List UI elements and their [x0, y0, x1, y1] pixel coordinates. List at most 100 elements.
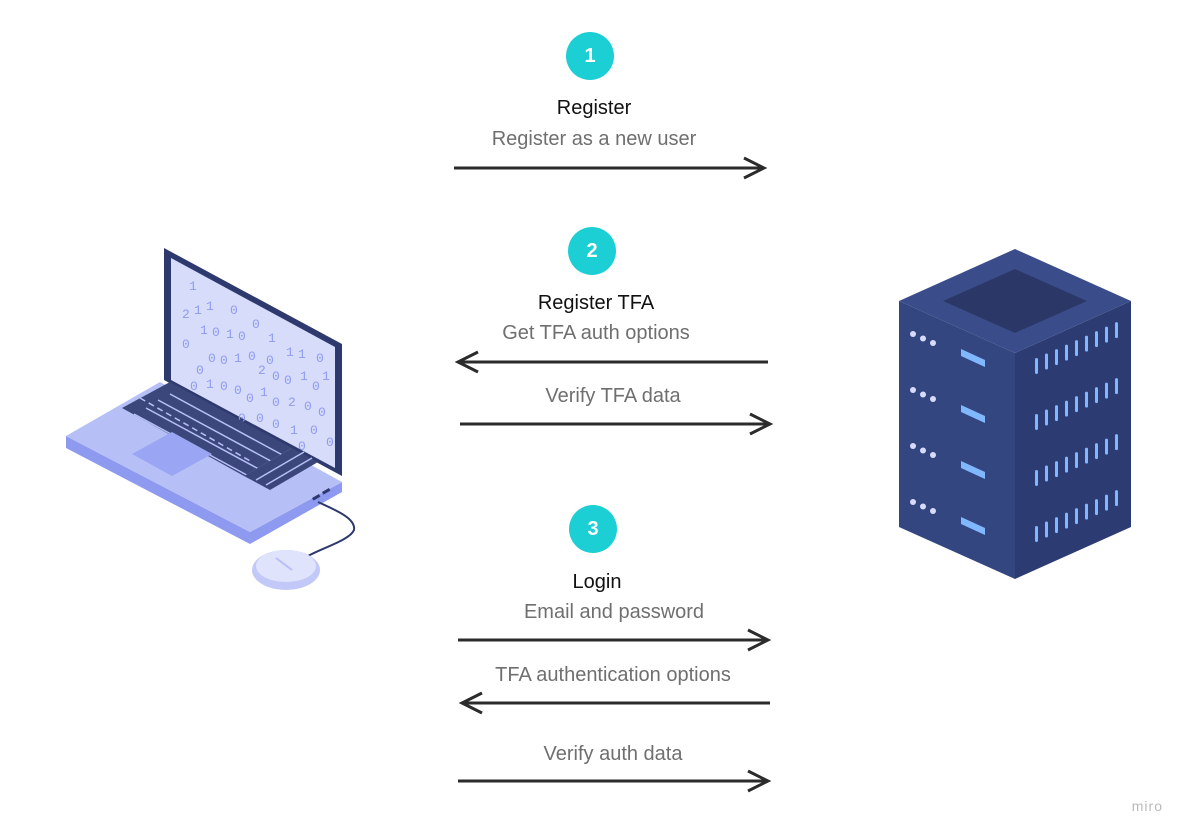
step-1-number: 1 [584, 44, 596, 67]
server-display [961, 461, 985, 479]
vent-slot [1095, 443, 1098, 460]
status-light-icon [910, 387, 916, 393]
screen-digit: 1 [322, 369, 330, 384]
screen-binary-digits: 1 2 1 1 0 0 0 1 0 1 0 1 0 0 0 1 0 0 1 1 … [182, 279, 334, 454]
vent-slot [1105, 438, 1108, 455]
vent-slot [1035, 358, 1038, 375]
screen-digit: 1 [206, 377, 214, 392]
screen-digit: 0 [326, 435, 334, 450]
screen-digit: 1 [268, 331, 276, 346]
screen-digit: 0 [310, 423, 318, 438]
screen-digit: 0 [220, 379, 228, 394]
screen-digit: 0 [298, 439, 306, 454]
screen-digit: 0 [266, 353, 274, 368]
screen-digit: 1 [226, 327, 234, 342]
vent-slot [1095, 387, 1098, 404]
screen-digit: 0 [190, 379, 198, 394]
screen-digit: 0 [284, 373, 292, 388]
screen-digit: 1 [234, 351, 242, 366]
laptop-touchpad [132, 432, 212, 476]
vent-slot [1045, 409, 1048, 426]
screen-digit: 1 [298, 347, 306, 362]
server-illustration [899, 249, 1131, 579]
laptop-ports [312, 488, 331, 501]
screen-digit: 0 [230, 303, 238, 318]
screen-digit: 0 [316, 351, 324, 366]
vent-slot [1065, 512, 1068, 529]
screen-digit: 0 [304, 399, 312, 414]
vent-slot [1045, 465, 1048, 482]
miro-watermark: miro [1131, 798, 1163, 814]
screen-digit: 1 [286, 345, 294, 360]
screen-digit: 1 [206, 299, 214, 314]
step-3-number: 3 [587, 517, 599, 540]
status-light-icon [910, 499, 916, 505]
vent-slot [1085, 335, 1088, 352]
arrow-left-icon [458, 691, 770, 715]
vent-slot [1065, 400, 1068, 417]
step-1-message-1: Register as a new user [491, 128, 697, 150]
vent-slot [1045, 353, 1048, 370]
mouse-icon [252, 550, 320, 590]
server-unit [899, 357, 1131, 467]
vent-slot [1075, 396, 1078, 413]
vent-slot [1115, 434, 1118, 451]
screen-digit: 0 [234, 383, 242, 398]
arrow-left-icon [454, 350, 768, 374]
laptop-keyboard [122, 382, 318, 490]
mouse-cable [307, 501, 356, 557]
step-3-message-1: Email and password [523, 601, 705, 623]
vent-slot [1035, 470, 1038, 487]
status-light-icon [920, 391, 926, 398]
arrow-right-icon [458, 628, 772, 652]
vent-slot [1055, 405, 1058, 422]
vent-slot [1055, 517, 1058, 534]
server-top-panel [943, 269, 1087, 333]
screen-digit: 0 [246, 391, 254, 406]
arrow-right-icon [458, 769, 772, 793]
screen-digit: 1 [200, 323, 208, 338]
step-2-message-1: Get TFA auth options [502, 322, 690, 344]
screen-digit: 0 [238, 329, 246, 344]
vent-slot [1035, 526, 1038, 543]
screen-digit: 2 [258, 363, 266, 378]
step-3-title: Login [572, 571, 622, 593]
screen-digit: 0 [208, 351, 216, 366]
vent-slot [1105, 382, 1108, 399]
vent-slot [1065, 344, 1068, 361]
vent-slot [1085, 391, 1088, 408]
server-display [961, 349, 985, 367]
screen-digit: 2 [182, 307, 190, 322]
vent-slot [1115, 322, 1118, 339]
step-3-badge: 3 [569, 505, 617, 553]
screen-digit: 0 [212, 325, 220, 340]
server-display [961, 517, 985, 535]
vent-slot [1035, 414, 1038, 431]
screen-digit: 0 [256, 411, 264, 426]
screen-digit: 0 [272, 417, 280, 432]
laptop-screen [171, 258, 335, 468]
status-light-icon [910, 331, 916, 337]
screen-digit: 0 [312, 379, 320, 394]
server-display [961, 405, 985, 423]
vent-slot [1085, 503, 1088, 520]
vent-slot [1075, 452, 1078, 469]
status-light-icon [920, 447, 926, 454]
status-light-icon [930, 452, 936, 458]
vent-slot [1105, 326, 1108, 343]
step-3-message-3: Verify auth data [543, 743, 683, 765]
screen-digit: 1 [194, 303, 202, 318]
screen-digit: 1 [290, 423, 298, 438]
server-unit [899, 413, 1131, 523]
vent-slot [1055, 461, 1058, 478]
laptop-illustration: 1 2 1 1 0 0 0 1 0 1 0 1 0 0 0 1 0 0 1 1 … [66, 248, 356, 590]
vent-slot [1055, 349, 1058, 366]
status-light-icon [930, 396, 936, 402]
status-light-icon [920, 335, 926, 342]
step-3-message-2: TFA authentication options [495, 664, 731, 686]
screen-digit: 2 [288, 395, 296, 410]
screen-digit: 0 [318, 405, 326, 420]
vent-slot [1065, 456, 1068, 473]
screen-digit: 0 [272, 369, 280, 384]
vent-slot [1105, 494, 1108, 511]
